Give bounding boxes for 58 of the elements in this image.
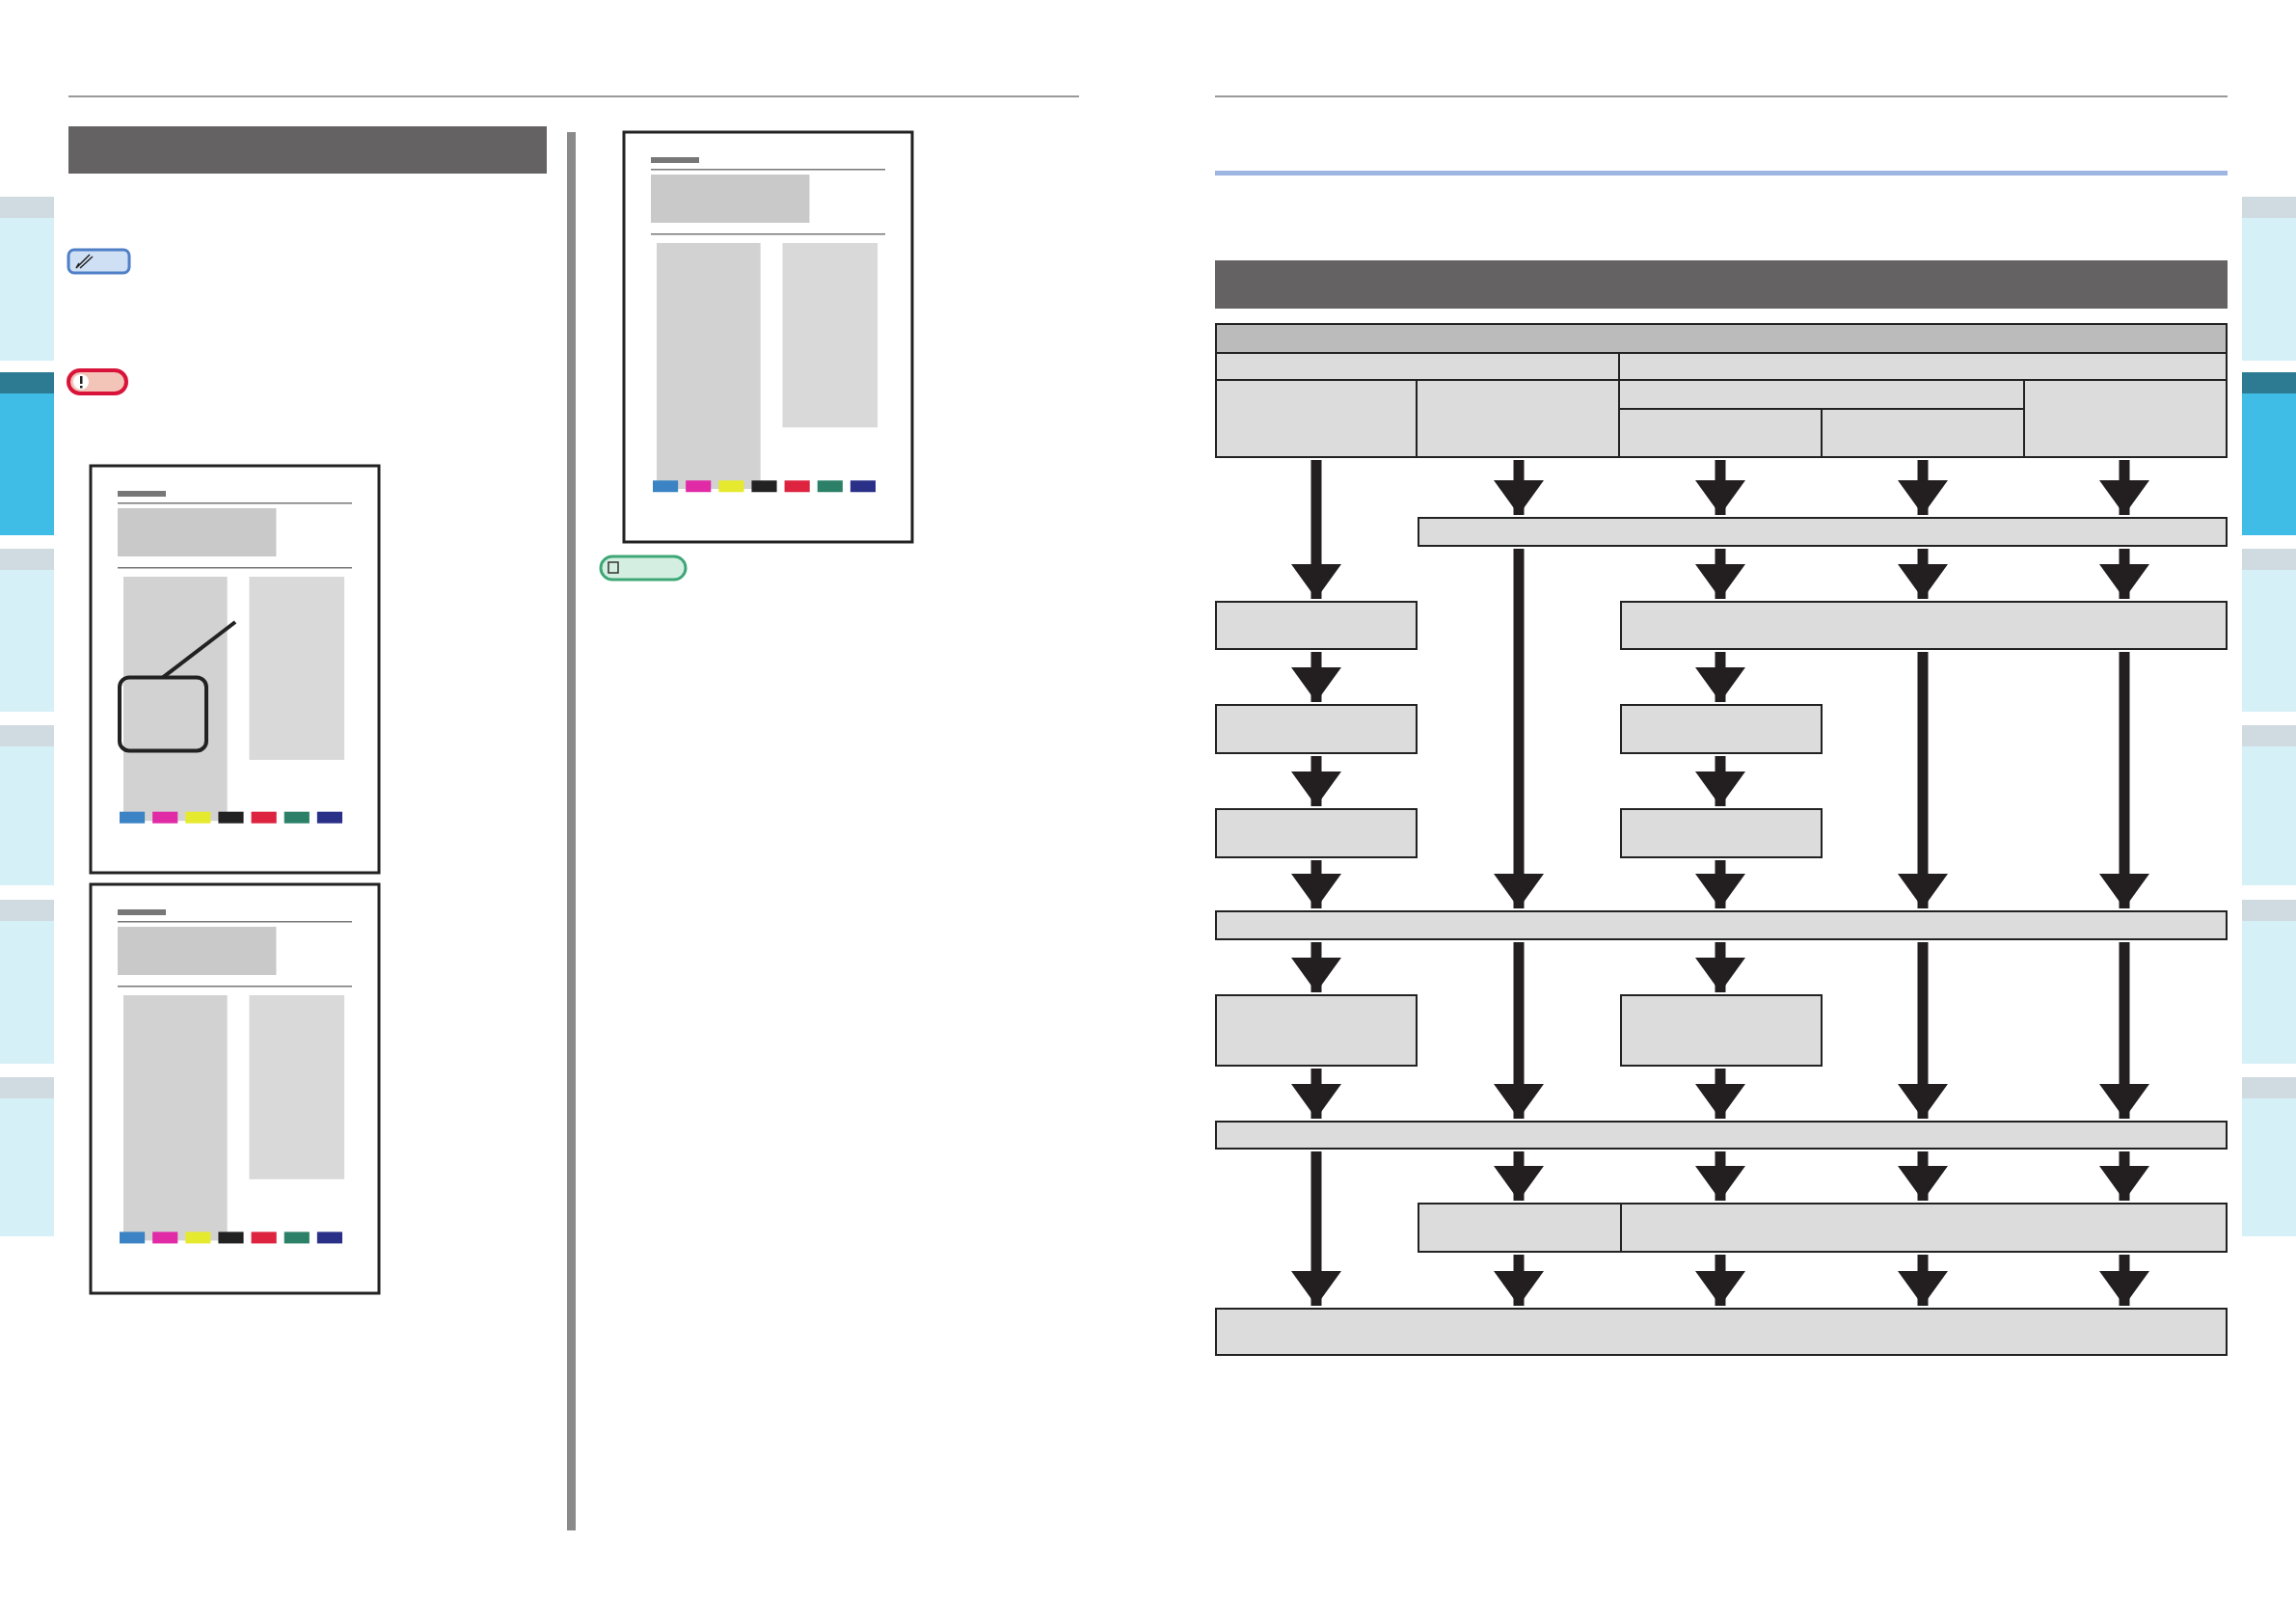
process-box <box>1215 994 1418 1067</box>
process-box <box>1215 910 2228 940</box>
arrow <box>1898 1151 1948 1201</box>
arrow <box>1291 1069 1341 1119</box>
arrow <box>1695 652 1745 702</box>
process-box <box>1215 1308 2228 1356</box>
arrow <box>2099 460 2149 515</box>
process-box <box>1618 379 2025 410</box>
arrow <box>1898 549 1948 599</box>
process-box <box>1618 408 1823 458</box>
arrow <box>1695 756 1745 806</box>
process-box <box>1416 379 1620 458</box>
arrow <box>2099 549 2149 599</box>
table-header-cell <box>1215 323 2228 354</box>
arrow <box>1291 1151 1341 1306</box>
arrow <box>1494 1255 1544 1306</box>
process-box <box>1620 704 1823 754</box>
arrow <box>1695 1069 1745 1119</box>
process-box <box>1620 808 1823 858</box>
arrow <box>1291 756 1341 806</box>
arrow <box>1695 942 1745 992</box>
process-box <box>1215 379 1418 458</box>
arrow <box>1695 549 1745 599</box>
arrow <box>1291 652 1341 702</box>
arrow <box>1695 1151 1745 1201</box>
process-box <box>1215 601 1418 650</box>
arrow <box>1898 460 1948 515</box>
arrow <box>2099 942 2149 1119</box>
arrow <box>1291 860 1341 908</box>
process-box <box>1215 352 1620 381</box>
section-heading-bar <box>1215 260 2228 309</box>
arrow <box>2099 1151 2149 1201</box>
process-box <box>1215 808 1418 858</box>
arrow <box>1898 1255 1948 1306</box>
process-box <box>1418 517 2228 547</box>
process-box <box>1215 704 1418 754</box>
section-heading-bar <box>68 126 547 174</box>
arrow <box>1494 942 1544 1119</box>
process-box <box>1620 1203 2228 1253</box>
arrow <box>2099 1255 2149 1306</box>
process-box <box>1215 1121 2228 1150</box>
arrow <box>1898 652 1948 908</box>
arrow <box>1291 942 1341 992</box>
arrow <box>1291 460 1341 599</box>
process-box <box>2023 379 2228 458</box>
process-box <box>1618 352 2228 381</box>
arrow <box>1898 942 1948 1119</box>
process-box <box>1821 408 2025 458</box>
process-box <box>1620 601 2228 650</box>
arrow <box>1695 860 1745 908</box>
arrow <box>1494 549 1544 908</box>
process-box <box>1620 994 1823 1067</box>
arrow <box>1695 460 1745 515</box>
arrow <box>2099 652 2149 908</box>
arrow <box>1695 1255 1745 1306</box>
process-box <box>1418 1203 1622 1253</box>
arrow <box>1494 1151 1544 1201</box>
arrow <box>1494 460 1544 515</box>
